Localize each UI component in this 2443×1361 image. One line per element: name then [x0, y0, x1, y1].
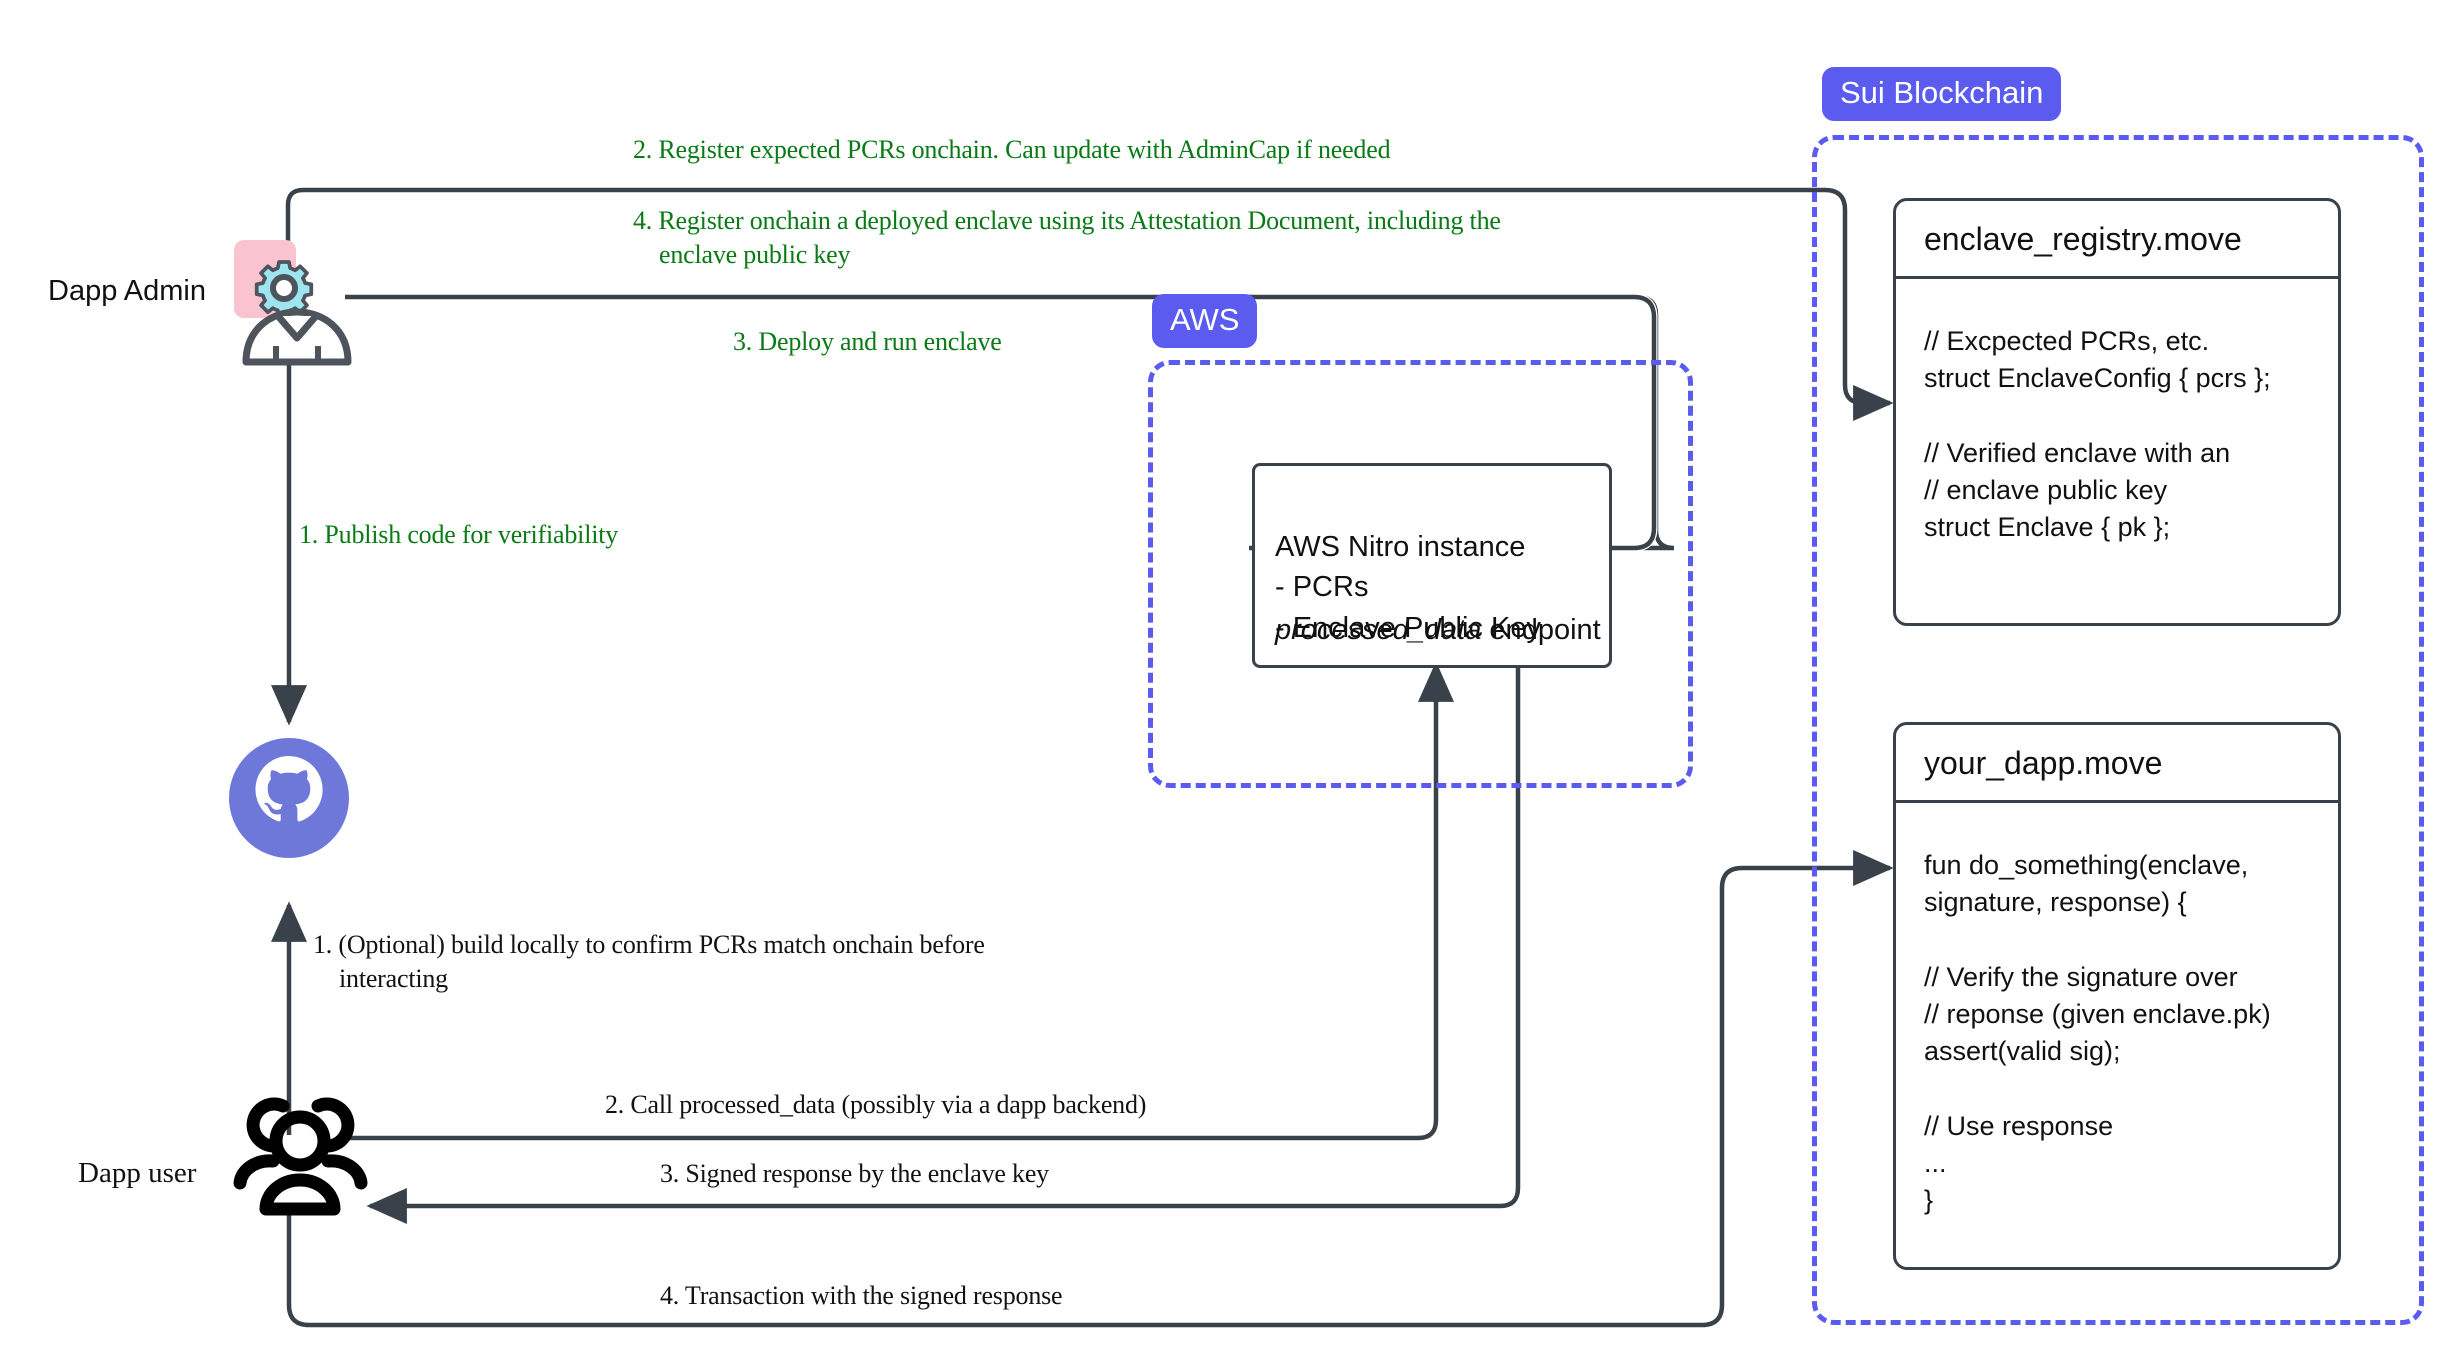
- sui-zone-boundary: [1812, 135, 2424, 1325]
- flow-label-deploy-enclave: 3. Deploy and run enclave: [733, 327, 1002, 356]
- processed-data-endpoint: processed_data endpoint: [1275, 610, 1601, 651]
- dapp-user-icon: [228, 1093, 373, 1223]
- dapp-user-label: Dapp user: [78, 1157, 197, 1189]
- dapp-admin-label: Dapp Admin: [48, 275, 206, 307]
- flow-label-publish-code: 1. Publish code for verifiability: [299, 520, 619, 549]
- gear-person-icon: [234, 240, 352, 366]
- aws-zone-boundary: [1148, 360, 1693, 788]
- endpoint-name: processed_data: [1275, 614, 1482, 647]
- aws-nitro-instance-box: AWS Nitro instance - PCRs - Enclave Publ…: [1252, 463, 1612, 668]
- dapp-admin-icon: [228, 230, 368, 370]
- module-body: fun do_something(enclave, signature, res…: [1924, 850, 2271, 1216]
- module-body: // Excpected PCRs, etc. struct EnclaveCo…: [1924, 326, 2271, 543]
- module-title: your_dapp.move: [1896, 725, 2338, 803]
- flow-label-transaction: 4. Transaction with the signed response: [660, 1281, 1063, 1310]
- module-card-your-dapp: your_dapp.move fun do_something(enclave,…: [1893, 722, 2341, 1270]
- flow-label-call-processed-data: 2. Call processed_data (possibly via a d…: [605, 1090, 1147, 1119]
- sui-blockchain-badge: Sui Blockchain: [1822, 67, 2062, 122]
- people-group-icon: [233, 1097, 368, 1216]
- module-title: enclave_registry.move: [1896, 201, 2338, 279]
- flow-label-signed-response: 3. Signed response by the enclave key: [660, 1159, 1049, 1188]
- github-repo-icon[interactable]: [229, 738, 349, 858]
- aws-badge: AWS: [1152, 294, 1258, 349]
- nitro-instance-lines: AWS Nitro instance - PCRs - Enclave Publ…: [1275, 530, 1541, 644]
- module-card-enclave-registry: enclave_registry.move // Excpected PCRs,…: [1893, 198, 2341, 626]
- github-icon: [229, 738, 349, 858]
- flow-label-build-locally: 1. (Optional) build locally to confirm P…: [313, 930, 985, 994]
- endpoint-suffix: endpoint: [1481, 614, 1601, 647]
- flow-label-register-pcrs: 2. Register expected PCRs onchain. Can u…: [633, 135, 1391, 164]
- flow-label-register-enclave: 4. Register onchain a deployed enclave u…: [633, 206, 1501, 270]
